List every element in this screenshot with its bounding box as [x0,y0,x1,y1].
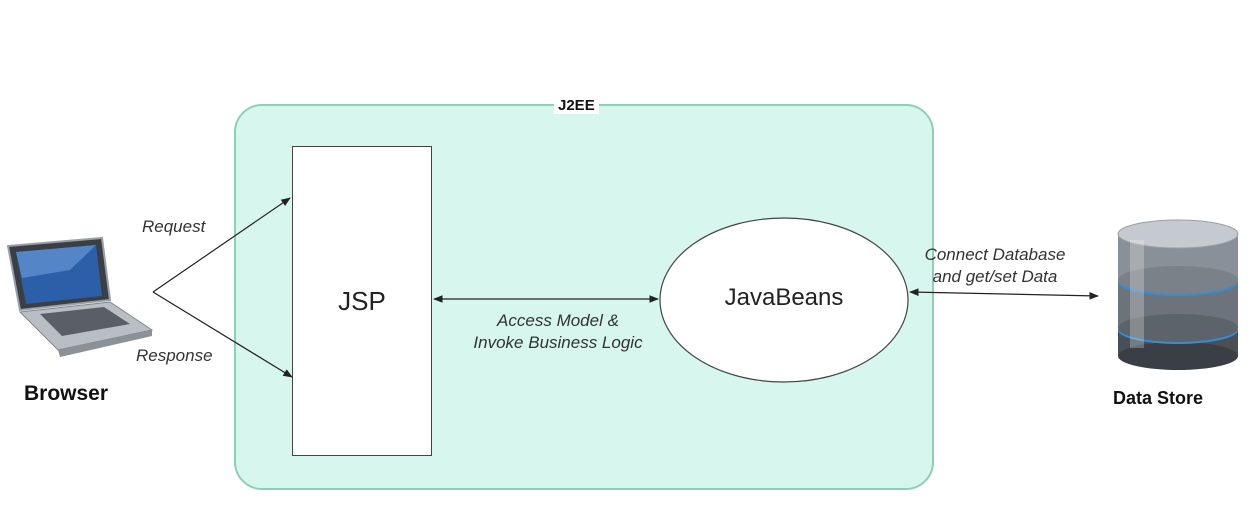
access-label-line1: Access Model & [497,311,619,330]
container-title: J2EE [554,97,599,114]
jsp-node: JSP [292,146,432,456]
request-label: Request [142,217,206,236]
request-arrow [152,197,291,293]
response-label: Response [136,346,213,365]
access-label: Access Model & Invoke Business Logic [440,310,676,354]
browser-label: Browser [24,382,109,405]
jsp-label: JSP [338,285,386,316]
access-label-line2: Invoke Business Logic [473,333,643,352]
database-arrow [909,288,1099,300]
database-label-line1: Connect Database [924,245,1066,264]
javabeans-node [659,217,909,383]
laptop-icon [6,236,154,357]
data-store-label: Data Store [1113,388,1204,408]
database-icon [1117,219,1239,370]
database-label: Connect Database and get/set Data [905,244,1085,288]
javabeans-label: JavaBeans [724,284,844,311]
response-arrow [152,291,293,378]
database-label-line2: and get/set Data [932,267,1058,286]
